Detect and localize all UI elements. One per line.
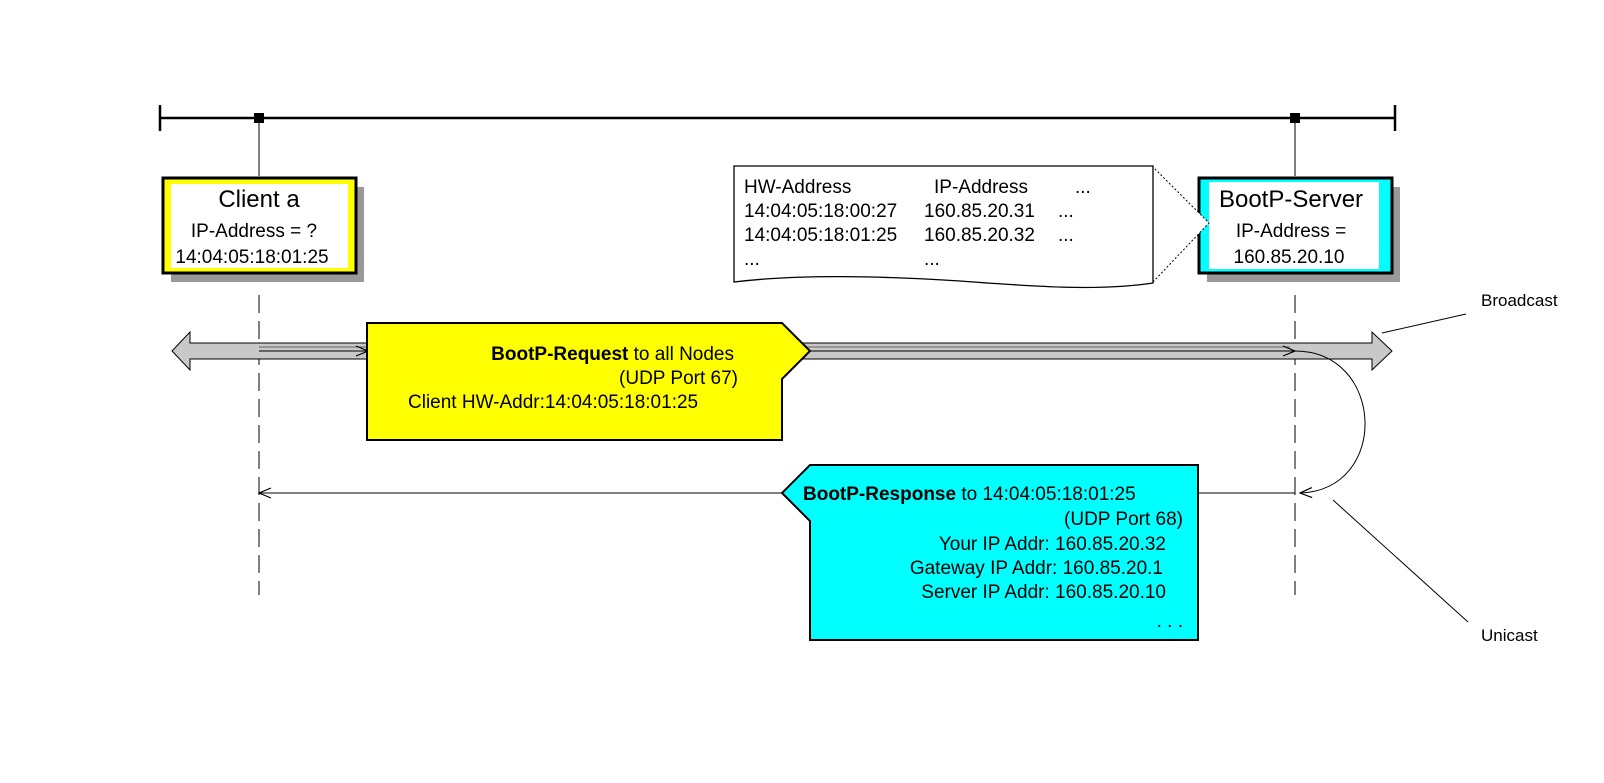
network-bus: [158, 105, 1397, 176]
broadcast-label: Broadcast: [1481, 291, 1558, 310]
broadcast-leader: [1381, 313, 1467, 334]
client-box: Client a IP-Address = ? 14:04:05:18:01:2…: [161, 176, 364, 282]
response-box: BootP-Response to 14:04:05:18:01:25 (UDP…: [780, 464, 1199, 641]
unicast-leader: [1332, 499, 1469, 623]
table-header-hw: HW-Address: [744, 177, 851, 198]
client-name: Client a: [218, 186, 300, 213]
table-cell: ...: [744, 249, 760, 270]
table-cell: ...: [924, 249, 940, 270]
client-hw-addr: 14:04:05:18:01:25: [175, 247, 328, 268]
request-title: BootP-Request to all Nodes: [491, 344, 734, 365]
response-port: (UDP Port 68): [1064, 509, 1183, 530]
response-server-ip: Server IP Addr: 160.85.20.10: [921, 582, 1166, 603]
client-bus-node: [254, 113, 264, 123]
response-your-ip: Your IP Addr: 160.85.20.32: [939, 534, 1166, 555]
client-ip: IP-Address = ?: [191, 221, 317, 242]
request-port: (UDP Port 67): [619, 368, 738, 389]
server-name: BootP-Server: [1219, 186, 1363, 213]
table-cell: 14:04:05:18:00:27: [744, 201, 897, 222]
server-box: BootP-Server IP-Address = 160.85.20.10: [1197, 176, 1400, 282]
unicast-label: Unicast: [1481, 626, 1538, 645]
response-more: . . .: [1157, 611, 1183, 632]
table-cell: 160.85.20.32: [924, 225, 1035, 246]
request-hw-addr: Client HW-Addr:14:04:05:18:01:25: [408, 392, 698, 413]
table-cell: 160.85.20.31: [924, 201, 1035, 222]
server-ip-label: IP-Address =: [1236, 221, 1346, 242]
server-ip-value: 160.85.20.10: [1234, 247, 1345, 268]
server-bus-node: [1290, 113, 1300, 123]
response-gateway-ip: Gateway IP Addr: 160.85.20.1: [910, 558, 1163, 579]
request-box: BootP-Request to all Nodes (UDP Port 67)…: [366, 322, 812, 441]
address-table: HW-Address IP-Address ... 14:04:05:18:00…: [733, 165, 1210, 289]
table-header-more: ...: [1075, 177, 1091, 198]
table-cell: ...: [1058, 225, 1074, 246]
table-cell: 14:04:05:18:01:25: [744, 225, 897, 246]
table-cell: ...: [1058, 201, 1074, 222]
table-header-ip: IP-Address: [934, 177, 1028, 198]
forward-curve-arrow: [1294, 350, 1366, 493]
response-title: BootP-Response to 14:04:05:18:01:25: [803, 484, 1136, 505]
